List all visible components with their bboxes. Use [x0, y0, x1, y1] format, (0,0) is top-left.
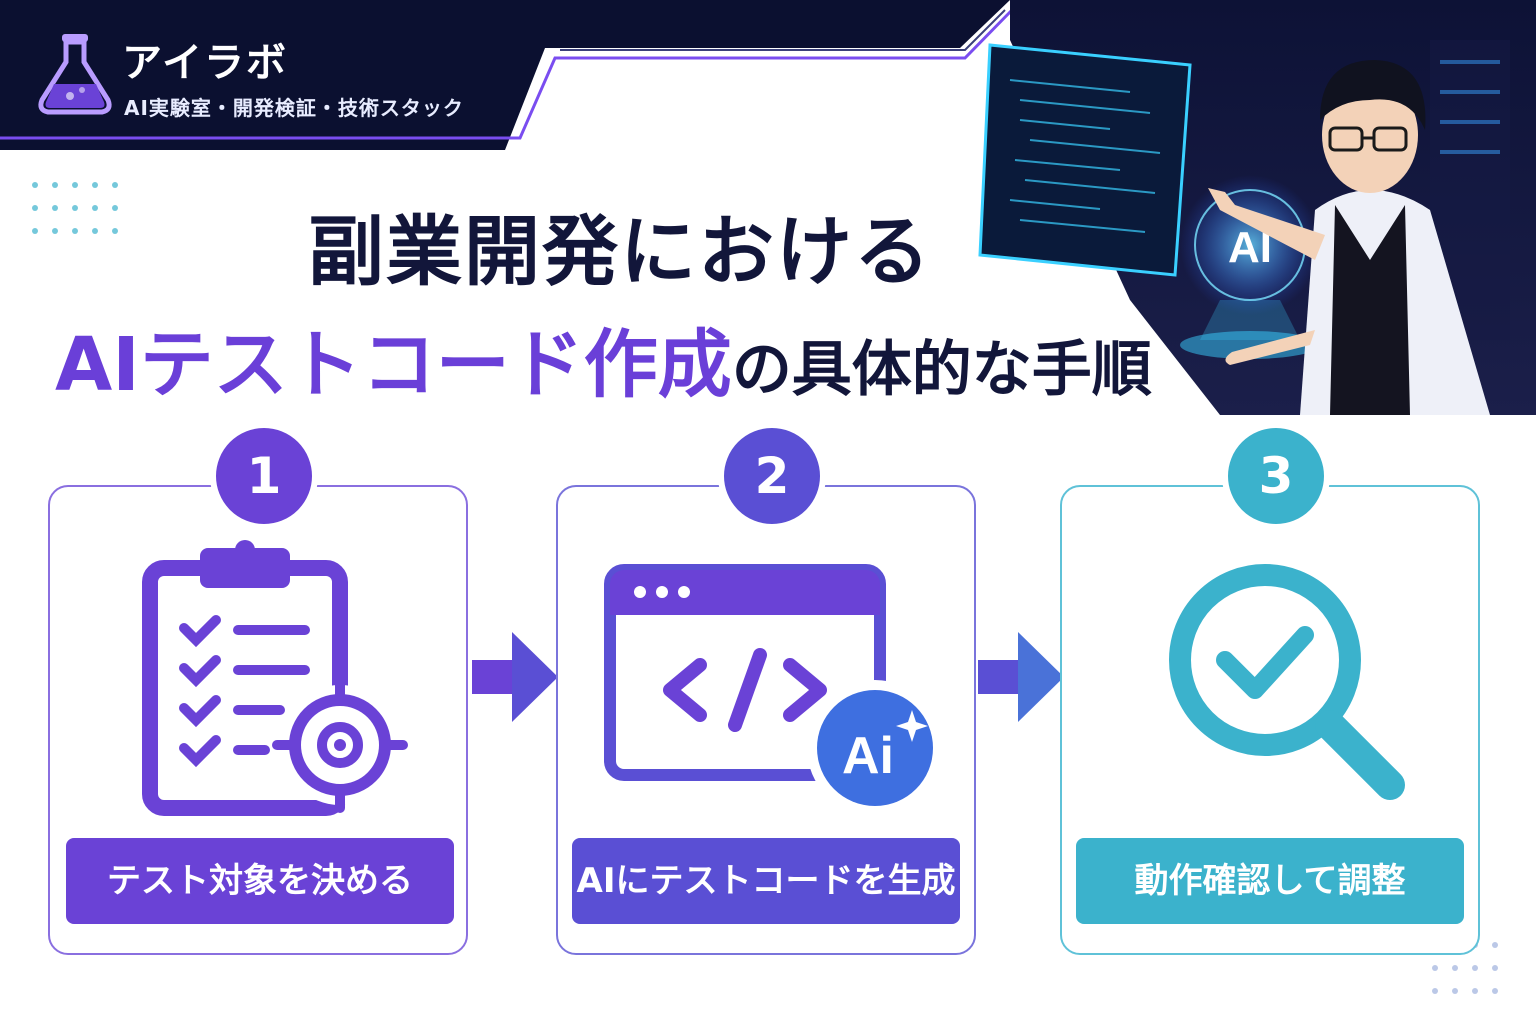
brand-tagline: AI実験室・開発検証・技術スタック — [124, 96, 464, 120]
headline-rest: の具体的な手順 — [731, 335, 1152, 405]
step-label-2: AIにテストコードを生成 — [572, 838, 960, 924]
magnifier-check-icon — [1169, 564, 1405, 800]
scientist-avatar — [1208, 60, 1490, 415]
flask-logo-icon — [38, 34, 112, 115]
ai-hologram-icon: AI — [1180, 175, 1320, 359]
arrow-right-icon — [978, 632, 1064, 722]
step-number-1: 1 — [210, 422, 318, 530]
headline-line1: 副業開発における — [308, 207, 932, 296]
step-number-2: 2 — [718, 422, 826, 530]
step-label-3: 動作確認して調整 — [1076, 838, 1464, 924]
header-background — [0, 0, 1014, 150]
step-number-3: 3 — [1222, 422, 1330, 530]
code-screen-icon — [978, 43, 1192, 277]
hero-illustration: AI — [978, 0, 1536, 415]
arrow-right-icon — [472, 632, 558, 722]
headline-line2: AIテストコード作成の具体的な手順 — [55, 305, 1295, 412]
clipboard-target-icon — [142, 540, 408, 816]
decorative-dots-left — [32, 182, 118, 234]
brand-name: アイラボ — [122, 40, 288, 86]
headline-accent: AIテストコード作成 — [55, 322, 732, 408]
header-banner: アイラボ AI実験室・開発検証・技術スタック — [0, 0, 1536, 150]
code-window-ai-icon: Ai — [604, 564, 943, 816]
step-label-1: テスト対象を決める — [66, 838, 454, 924]
ai-badge-text: Ai — [842, 727, 894, 785]
